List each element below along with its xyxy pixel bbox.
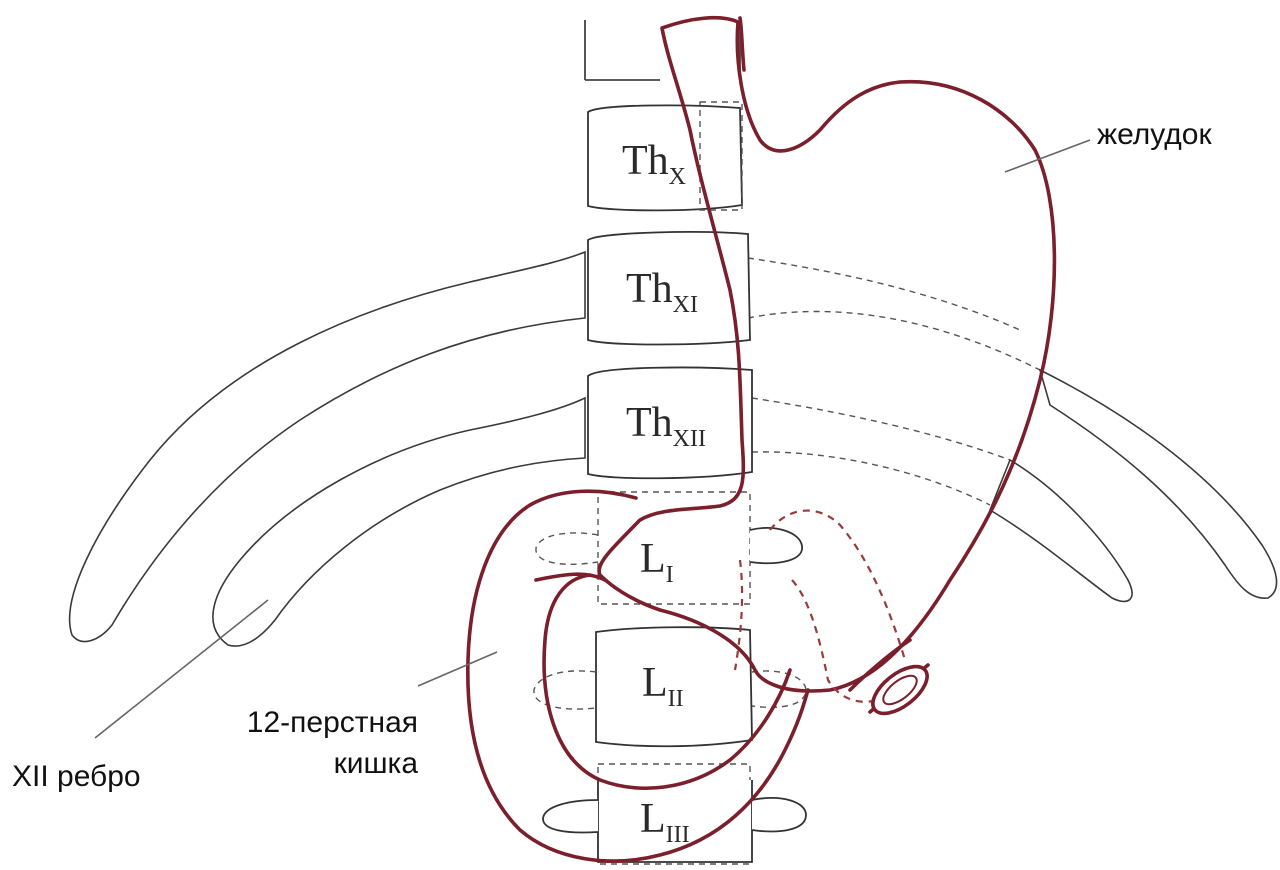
duodenum-bulb-junction bbox=[536, 574, 605, 580]
right-rib-xi-dashed bbox=[748, 258, 1040, 370]
left-ribs bbox=[70, 252, 585, 646]
vertebra-label-l-i: LI bbox=[640, 536, 674, 588]
label-stomach: желудок bbox=[1097, 118, 1212, 151]
transverse-process-l-iii-left bbox=[543, 800, 598, 832]
label-rib: XII ребро bbox=[12, 760, 141, 793]
leader-stomach bbox=[1005, 140, 1090, 172]
label-duodenum-line1: 12-перстная bbox=[247, 706, 418, 739]
label-duodenum-line2: кишка bbox=[334, 747, 419, 780]
transverse-process-l-i-left bbox=[536, 533, 598, 564]
leader-rib bbox=[95, 600, 268, 738]
right-rib-xii-dashed bbox=[752, 398, 1010, 505]
transverse-process-l-iii-right bbox=[752, 798, 806, 831]
right-rib-xii bbox=[990, 460, 1132, 601]
right-ribs bbox=[748, 258, 1277, 601]
duodenum-hidden-segment-2 bbox=[792, 580, 878, 702]
leader-duodenum bbox=[418, 652, 497, 686]
transverse-process-l-i-right bbox=[750, 528, 802, 563]
